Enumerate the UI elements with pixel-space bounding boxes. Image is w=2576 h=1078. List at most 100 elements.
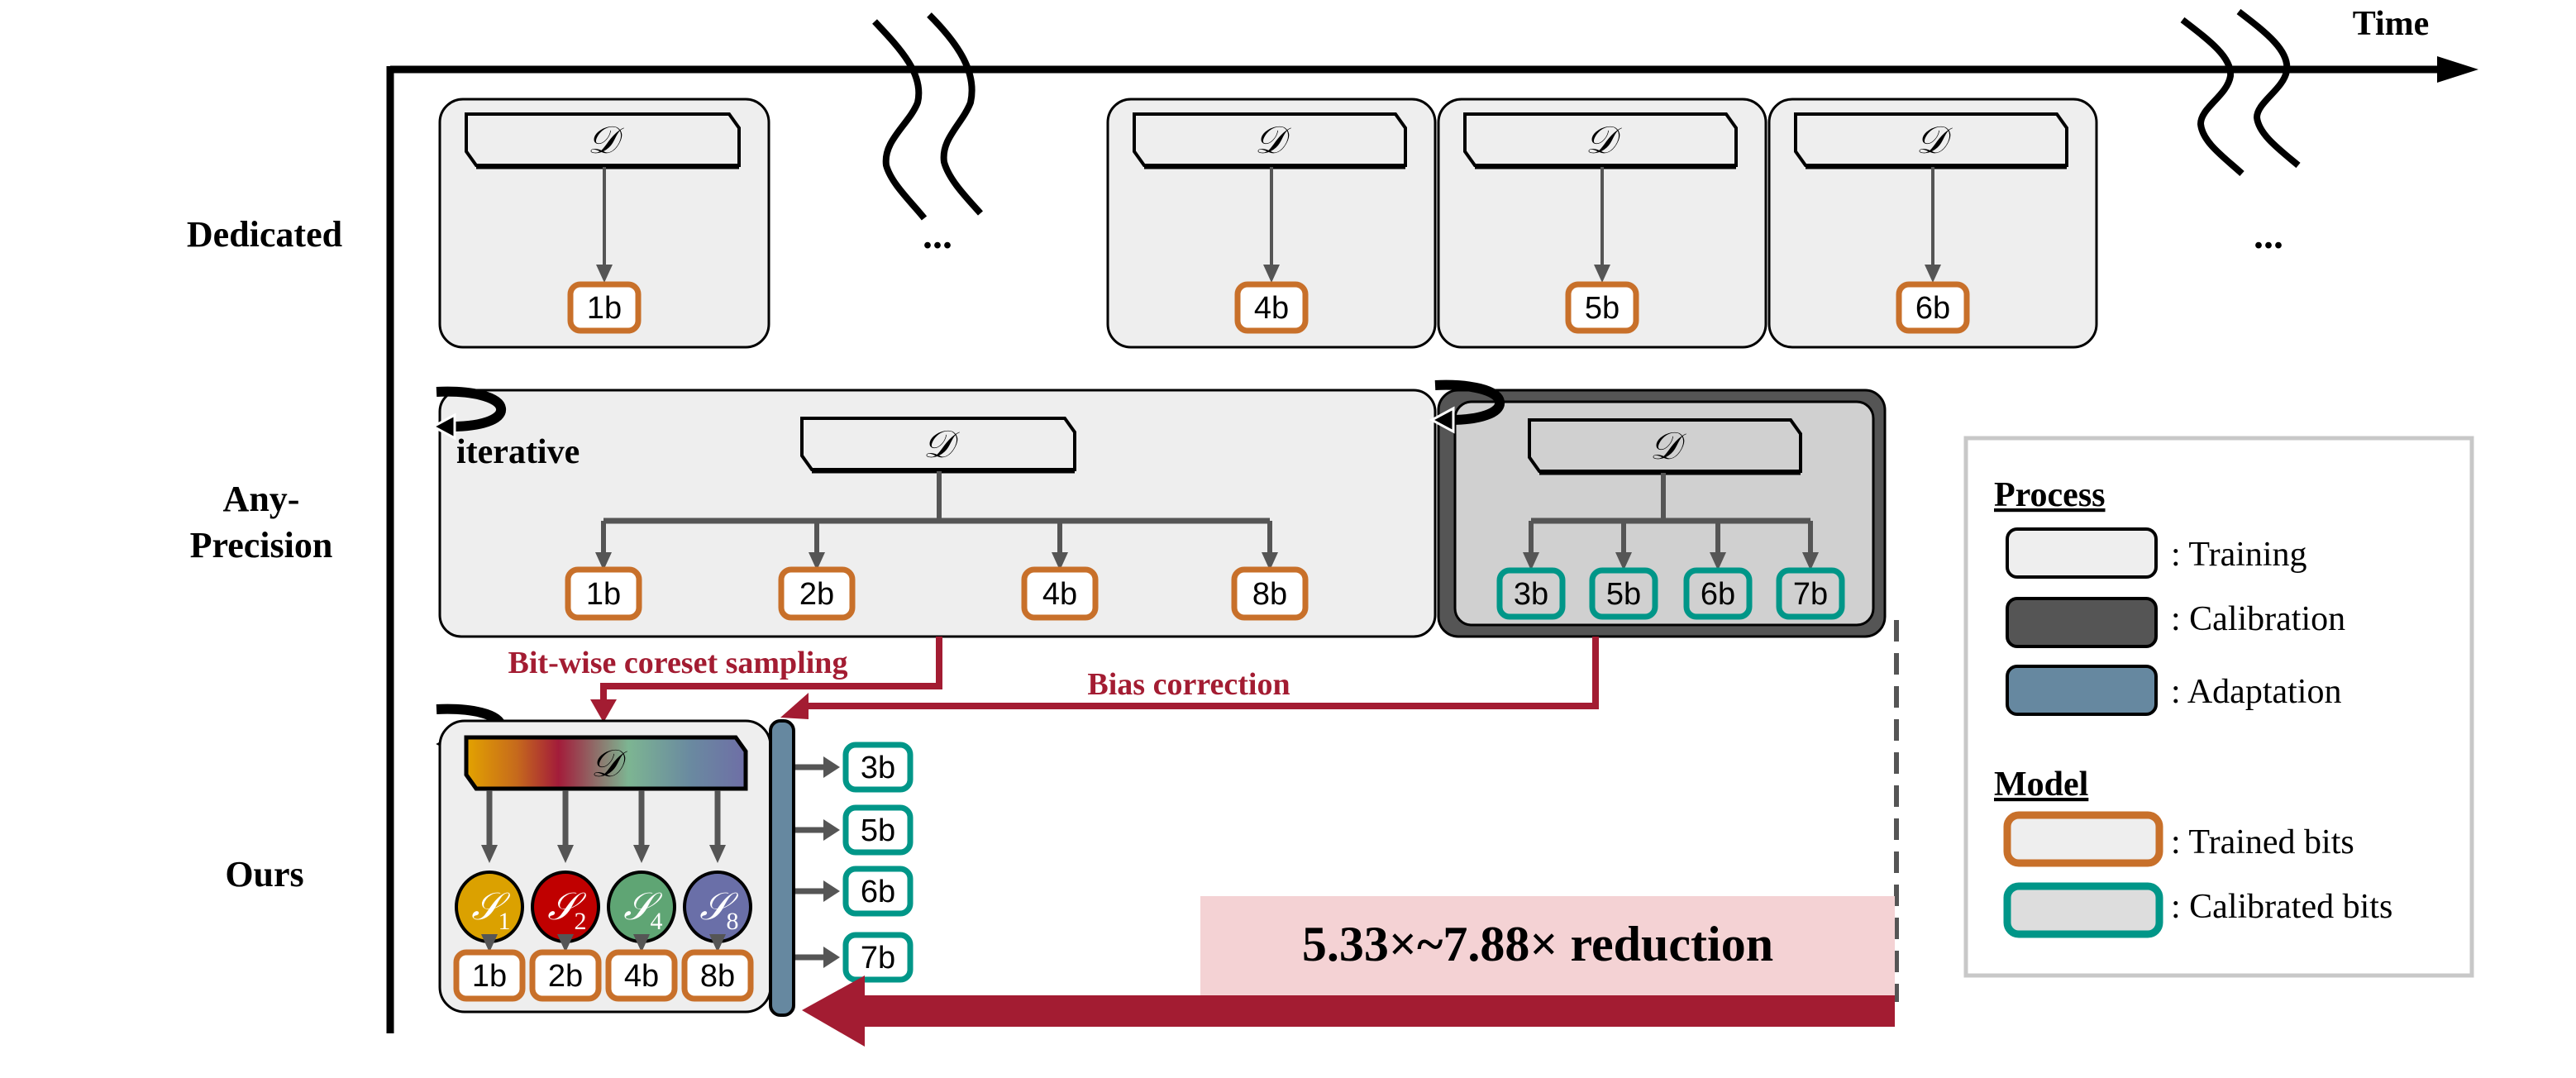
- adaptation-bar: [769, 719, 795, 1017]
- ap-trained-bit-2b-box: [778, 566, 856, 621]
- ours-trained-bit-1b-label: 1b: [472, 959, 507, 994]
- subset-index: 1: [499, 908, 511, 935]
- legend-item-training: : Training: [2171, 536, 2307, 574]
- dedicated-bit-6b-box: [1896, 281, 1970, 334]
- gradient-dataset-box: [464, 735, 748, 791]
- dedicated-box-5b: 𝒟5b: [1437, 98, 1767, 349]
- iterate-loop-icon: [430, 386, 506, 441]
- ours-trained-bit-1b-box: [453, 949, 526, 1002]
- dedicated-bit-5b-box: [1565, 281, 1639, 334]
- ap-calibrated-bit-6b-box: [1683, 567, 1753, 620]
- arrowhead-icon: [633, 934, 650, 952]
- ap-calibrated-bit-3b-box: [1496, 567, 1566, 620]
- arrowhead-icon: [1052, 552, 1068, 570]
- legend-item-adaptation: : Adaptation: [2171, 673, 2341, 711]
- coreset-label: Bit-wise coreset sampling: [508, 646, 848, 680]
- loop-arc: [1434, 379, 1505, 425]
- subset-index: 8: [727, 908, 739, 935]
- subset-index: 4: [651, 908, 663, 935]
- ap-trained-bit-8b-box: [1231, 566, 1309, 621]
- legend-swatch-adaptation: [2006, 665, 2158, 716]
- arrowhead-icon: [1262, 552, 1278, 570]
- arrowhead-icon: [596, 265, 613, 283]
- subset-node-1: 𝒮1: [455, 871, 524, 943]
- dedicated-bit-6b-label: 6b: [1915, 291, 1950, 326]
- ap-calibrated-bit-5b-box: [1589, 567, 1658, 620]
- dedicated-bit-4b-label: 4b: [1254, 291, 1289, 326]
- adapted-bit-7b-box: [842, 932, 914, 983]
- reduction-label: 5.33×~7.88× reduction: [1302, 917, 1773, 971]
- dedicated-box-1b: 𝒟1b: [438, 98, 770, 349]
- arrowhead-icon: [823, 880, 840, 902]
- legend-item-calibrated: : Calibrated bits: [2171, 888, 2392, 926]
- ours-trained-bit-2b-label: 2b: [548, 959, 583, 994]
- adapted-bit-3b-box: [842, 742, 914, 793]
- arrowhead-icon: [823, 756, 840, 778]
- arrowhead-icon: [1802, 552, 1819, 570]
- legend-swatch-training: [2006, 527, 2158, 579]
- ap-calibrated-bit-7b-label: 7b: [1793, 577, 1828, 612]
- ap-calibrated-bit-3b-label: 3b: [1514, 577, 1548, 612]
- arrowhead-icon: [823, 947, 840, 968]
- adapted-bit-6b-box: [842, 866, 914, 917]
- arrowhead-icon: [809, 552, 825, 570]
- dedicated-box-6b: 𝒟6b: [1767, 98, 2098, 349]
- ap-trained-bit-1b-box: [565, 566, 642, 621]
- ours-trained-bit-8b-label: 8b: [700, 959, 735, 994]
- ap-calibrated-bit-7b-box: [1776, 567, 1845, 620]
- ap-trained-bit-4b-box: [1021, 566, 1099, 621]
- ap-calibrated-bit-5b-label: 5b: [1606, 577, 1641, 612]
- dedicated-bit-1b-box: [567, 281, 642, 334]
- coreset-arrow: [600, 637, 942, 708]
- legend-process-title: Process: [1994, 476, 2106, 514]
- loop-arrowhead-icon: [1429, 406, 1455, 434]
- adapted-bit-6b-label: 6b: [861, 875, 895, 909]
- arrowhead-icon: [709, 934, 726, 952]
- arrowhead-icon: [557, 845, 574, 863]
- row-label-any-precision-2: Precision: [190, 525, 333, 565]
- arrowhead-icon: [709, 845, 726, 863]
- ours-trained-bit-8b-box: [681, 949, 754, 1002]
- ours-trained-bit-2b-box: [529, 949, 602, 1002]
- legend-item-calibration: : Calibration: [2171, 600, 2345, 638]
- iterate-loop-icon: [1429, 379, 1505, 434]
- ap-trained-bit-2b-label: 2b: [799, 577, 834, 612]
- subset-node-4: 𝒮4: [607, 871, 676, 943]
- legend-swatch-trained: [2003, 811, 2163, 867]
- ours-trained-bit-4b-box: [605, 949, 678, 1002]
- dedicated-bit-1b-label: 1b: [587, 291, 622, 326]
- reduction-banner: [1200, 896, 1895, 997]
- adapted-bit-5b-label: 5b: [861, 813, 895, 848]
- bias-label: Bias correction: [1087, 667, 1290, 702]
- dedicated-bit-5b-label: 5b: [1585, 291, 1620, 326]
- axis-break-right-icon: [2180, 8, 2301, 176]
- arrowhead-icon: [481, 845, 498, 863]
- arrowhead-icon: [1615, 552, 1632, 570]
- arrowhead-icon: [557, 934, 574, 952]
- legend-item-trained: : Trained bits: [2171, 823, 2354, 861]
- ap-trained-bit-4b-label: 4b: [1042, 577, 1077, 612]
- adapted-bit-3b-label: 3b: [861, 751, 895, 785]
- legend-swatch-calibrated: [2003, 882, 2163, 938]
- arrowhead-icon: [823, 819, 840, 841]
- arrowhead-icon: [633, 845, 650, 863]
- ap-trained-bit-8b-label: 8b: [1252, 577, 1287, 612]
- row-label-any-precision-1: Any-: [223, 479, 300, 519]
- subset-node-8: 𝒮8: [683, 871, 752, 943]
- ap-trained-bit-1b-label: 1b: [586, 577, 621, 612]
- dedicated-box-4b: 𝒟4b: [1106, 98, 1437, 349]
- subset-node-2: 𝒮2: [531, 871, 600, 943]
- reduction-arrow-shaft: [860, 995, 1895, 1027]
- coreset-arrowhead-icon: [590, 699, 617, 723]
- axis-arrowhead-icon: [2437, 56, 2478, 83]
- legend: Process : Training : Calibration : Adapt…: [1963, 436, 2474, 978]
- time-axis: Time: [386, 5, 2478, 1033]
- axis-break-left-icon: [872, 12, 983, 221]
- dedicated-bit-4b-box: [1234, 281, 1309, 334]
